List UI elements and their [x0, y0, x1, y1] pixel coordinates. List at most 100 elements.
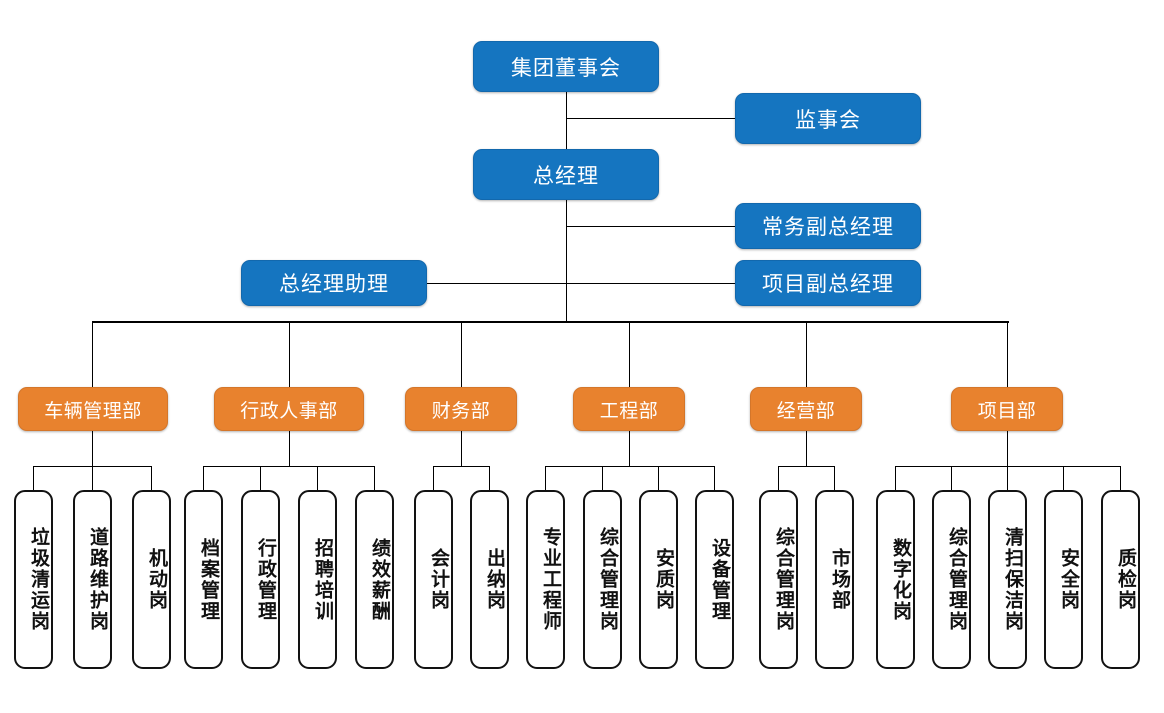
node-department-administration-hr[interactable]: 行政人事部	[214, 387, 364, 431]
node-position-mobile-duty[interactable]: 机动岗	[132, 490, 171, 669]
connector-engineering-stem	[629, 431, 630, 466]
connector-gm-spine-to-project-deputy	[566, 283, 735, 284]
node-position-administration-management[interactable]: 行政管理	[241, 490, 280, 669]
node-label: 垃圾清运岗	[28, 527, 49, 632]
connector-engineering-subbus	[545, 466, 714, 467]
node-department-project[interactable]: 项目部	[951, 387, 1063, 431]
node-position-marketing[interactable]: 市场部	[815, 490, 854, 669]
node-label: 机动岗	[146, 548, 167, 611]
node-position-garbage-transport[interactable]: 垃圾清运岗	[14, 490, 53, 669]
node-label: 安全岗	[1058, 548, 1079, 611]
node-position-road-maintenance[interactable]: 道路维护岗	[73, 490, 112, 669]
connector-leaf-drop-14	[778, 466, 779, 490]
connector-leaf-drop-2	[92, 466, 93, 490]
node-label: 总经理	[533, 164, 599, 188]
node-department-finance[interactable]: 财务部	[405, 387, 517, 431]
connector-bus-drop-3	[461, 321, 462, 387]
connector-bus-drop-4	[629, 321, 630, 387]
node-label: 行政人事部	[240, 400, 338, 422]
connector-leaf-drop-20	[1120, 466, 1121, 490]
node-label: 总经理助理	[279, 273, 389, 296]
connector-leaf-drop-17	[951, 466, 952, 490]
node-label: 财务部	[431, 400, 491, 422]
node-position-recruitment-training[interactable]: 招聘培训	[298, 490, 337, 669]
connector-gm-to-department-bus	[566, 200, 567, 322]
node-position-archive-management[interactable]: 档案管理	[184, 490, 223, 669]
connector-operations-stem	[806, 431, 807, 466]
node-label: 经营部	[776, 400, 836, 422]
node-board-of-directors[interactable]: 集团董事会	[473, 41, 659, 92]
node-label: 设备管理	[709, 537, 730, 622]
connector-finance-stem	[461, 431, 462, 466]
node-position-safety-quality[interactable]: 安质岗	[639, 490, 678, 669]
node-general-manager[interactable]: 总经理	[473, 149, 659, 200]
node-label: 工程部	[599, 400, 659, 422]
node-label: 数字化岗	[890, 537, 911, 622]
connector-leaf-drop-10	[545, 466, 546, 490]
connector-gm-spine-to-supervisory-board	[566, 118, 735, 119]
connector-department-bus	[92, 321, 1009, 323]
node-label: 集团董事会	[511, 56, 621, 80]
node-position-project-general-management[interactable]: 综合管理岗	[932, 490, 971, 669]
node-label: 车辆管理部	[44, 400, 142, 422]
node-position-performance-compensation[interactable]: 绩效薪酬	[355, 490, 394, 669]
node-label: 会计岗	[428, 548, 449, 611]
node-position-cleaning-sanitation[interactable]: 清扫保洁岗	[988, 490, 1027, 669]
connector-finance-subbus	[433, 466, 489, 467]
node-project-deputy-general-manager[interactable]: 项目副总经理	[735, 260, 921, 306]
connector-project-stem	[1007, 431, 1008, 466]
node-department-engineering[interactable]: 工程部	[573, 387, 685, 431]
connector-leaf-drop-1	[33, 466, 34, 490]
node-position-digitalization[interactable]: 数字化岗	[876, 490, 915, 669]
node-executive-deputy-general-manager[interactable]: 常务副总经理	[735, 203, 921, 249]
connector-leaf-drop-12	[658, 466, 659, 490]
node-label: 监事会	[795, 108, 861, 132]
node-position-quality-inspection[interactable]: 质检岗	[1101, 490, 1140, 669]
node-label: 清扫保洁岗	[1002, 527, 1023, 632]
connector-leaf-drop-6	[317, 466, 318, 490]
node-label: 安质岗	[653, 548, 674, 611]
connector-admin-stem	[289, 431, 290, 466]
node-label: 市场部	[829, 548, 850, 611]
node-position-operations-general-management[interactable]: 综合管理岗	[759, 490, 798, 669]
node-label: 常务副总经理	[762, 216, 894, 239]
connector-bus-drop-5	[806, 321, 807, 387]
node-position-cashier[interactable]: 出纳岗	[470, 490, 509, 669]
node-general-manager-assistant[interactable]: 总经理助理	[241, 260, 427, 306]
node-position-professional-engineer[interactable]: 专业工程师	[526, 490, 565, 669]
connector-leaf-drop-7	[374, 466, 375, 490]
node-position-accounting[interactable]: 会计岗	[414, 490, 453, 669]
node-label: 专业工程师	[540, 527, 561, 632]
connector-leaf-drop-5	[260, 466, 261, 490]
connector-bus-drop-2	[289, 321, 290, 387]
connector-bus-drop-6	[1007, 321, 1008, 387]
connector-leaf-drop-9	[489, 466, 490, 490]
connector-operations-subbus	[778, 466, 834, 467]
connector-leaf-drop-11	[602, 466, 603, 490]
connector-leaf-drop-13	[714, 466, 715, 490]
connector-gm-assistant-to-spine	[427, 283, 567, 284]
connector-board-to-gm	[566, 92, 567, 149]
connector-vehicle-stem	[92, 431, 93, 466]
node-label: 出纳岗	[484, 548, 505, 611]
node-label: 综合管理岗	[597, 527, 618, 632]
node-label: 项目部	[977, 400, 1037, 422]
node-label: 道路维护岗	[87, 527, 108, 632]
node-label: 绩效薪酬	[369, 537, 390, 622]
connector-leaf-drop-3	[151, 466, 152, 490]
node-department-operations[interactable]: 经营部	[750, 387, 862, 431]
node-label: 综合管理岗	[946, 527, 967, 632]
node-position-engineering-general-management[interactable]: 综合管理岗	[583, 490, 622, 669]
connector-leaf-drop-19	[1063, 466, 1064, 490]
node-supervisory-board[interactable]: 监事会	[735, 93, 921, 144]
connector-leaf-drop-8	[433, 466, 434, 490]
node-label: 行政管理	[255, 537, 276, 622]
connector-leaf-drop-4	[203, 466, 204, 490]
connector-leaf-drop-18	[1007, 466, 1008, 490]
node-department-vehicle-management[interactable]: 车辆管理部	[18, 387, 168, 431]
node-label: 综合管理岗	[773, 527, 794, 632]
node-label: 档案管理	[198, 537, 219, 622]
node-position-safety[interactable]: 安全岗	[1044, 490, 1083, 669]
node-position-equipment-management[interactable]: 设备管理	[695, 490, 734, 669]
